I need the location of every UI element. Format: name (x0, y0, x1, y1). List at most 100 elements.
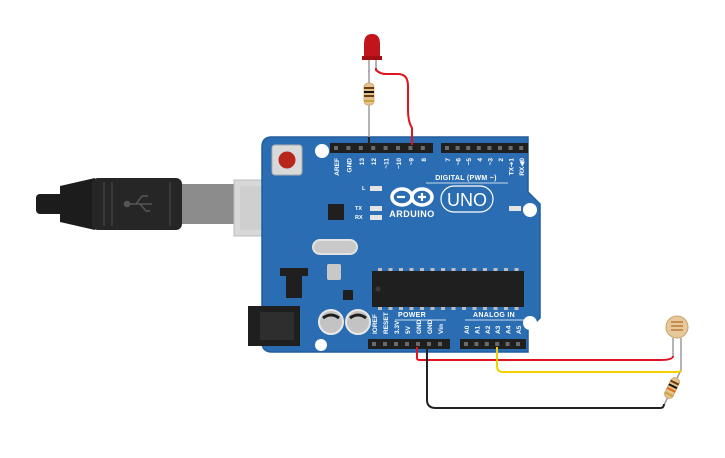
header-pin[interactable] (455, 146, 460, 150)
pin-label: ~11 (384, 158, 391, 169)
pin-label: ~6 (456, 158, 463, 166)
digital-header-left (330, 143, 433, 153)
mounting-hole (315, 144, 329, 158)
header-pin[interactable] (416, 342, 420, 346)
pin-label: IOREF (372, 314, 379, 334)
header-pin[interactable] (427, 342, 431, 346)
pin-label: TX➔1 (509, 158, 516, 176)
led-l (370, 186, 382, 191)
pin-label: RESET (383, 312, 390, 334)
pin-label: 13 (359, 158, 366, 166)
ldr-body (665, 315, 689, 339)
wire-led-to-pin10[interactable] (375, 68, 413, 145)
header-pin[interactable] (371, 146, 376, 150)
digital-header-right (441, 143, 528, 153)
header-pin[interactable] (508, 146, 513, 150)
voltage-regulator (286, 276, 302, 298)
resistor-ldr[interactable] (663, 369, 682, 406)
pin-label: 8 (421, 158, 428, 162)
mounting-hole (523, 316, 537, 330)
header-pin[interactable] (495, 342, 500, 346)
usb-cable-boot (60, 178, 95, 230)
analog-header (460, 339, 526, 349)
photoresistor[interactable] (665, 315, 689, 372)
reset-button[interactable] (271, 144, 303, 176)
pin-label: 7 (445, 158, 452, 162)
wire-resistor-to-gnd[interactable] (426, 347, 665, 409)
usb-plug-shell (182, 184, 234, 224)
pin-label: A5 (516, 325, 523, 334)
pin-label: ~10 (396, 158, 403, 169)
pin-label: 5V (405, 325, 412, 334)
usb-symbol-icon (123, 195, 152, 212)
header-pin[interactable] (474, 342, 479, 346)
header-pin[interactable] (358, 146, 363, 150)
header-pin[interactable] (334, 146, 338, 150)
header-pin[interactable] (484, 342, 489, 346)
pin-label: A1 (474, 325, 481, 334)
brand-text: ARDUINO (389, 209, 435, 219)
usb-chip (328, 204, 344, 220)
header-pin[interactable] (476, 146, 481, 150)
header-pin[interactable] (405, 342, 409, 346)
pin-label: Vin (438, 324, 445, 334)
header-pin[interactable] (445, 146, 449, 150)
wire-ldr-to-5v[interactable] (416, 347, 674, 361)
pin-label: 2 (498, 158, 505, 162)
pin-label: ~9 (408, 158, 415, 166)
atmega-chip (372, 271, 524, 307)
pin-label: ~3 (487, 158, 494, 166)
ceramic-resonator (327, 264, 341, 280)
wire-ldr-to-a3[interactable] (496, 347, 682, 373)
header-pin[interactable] (346, 146, 351, 150)
led-on-label: ON (523, 206, 531, 212)
header-pin[interactable] (498, 146, 502, 150)
header-pin[interactable] (505, 342, 510, 346)
digital-header-label: DIGITAL (PWM ~) (435, 175, 497, 182)
pin-label: A3 (495, 325, 502, 334)
dc-power-jack[interactable] (248, 306, 300, 346)
header-pin[interactable] (383, 146, 388, 150)
header-pin[interactable] (464, 342, 468, 346)
header-pin[interactable] (466, 146, 471, 150)
smd-chip (343, 290, 353, 300)
uno-badge (440, 185, 494, 213)
led-rx-label: RX (355, 215, 363, 221)
pin-label: A2 (485, 325, 492, 334)
led-rx (370, 215, 382, 220)
led-l-label: L (362, 186, 366, 192)
pin-label: GND (346, 158, 353, 173)
pin-label: GND (416, 319, 423, 334)
mounting-hole (523, 203, 537, 217)
header-pin[interactable] (487, 146, 492, 150)
led[interactable] (362, 34, 382, 72)
led-body (364, 34, 380, 58)
header-pin[interactable] (420, 146, 425, 150)
usb-cable-strain-relief (36, 194, 66, 214)
header-pin[interactable] (383, 342, 387, 346)
usb-cable[interactable] (36, 178, 301, 237)
mounting-hole (315, 339, 327, 351)
pin-label: GND (427, 319, 434, 334)
pin-label: 3.3V (394, 320, 401, 334)
pin-label: 4 (477, 158, 484, 162)
capacitor (318, 309, 344, 335)
capacitor (345, 309, 371, 335)
pin-label: A0 (464, 325, 471, 334)
power-header-label: POWER (398, 312, 426, 319)
resistor-led[interactable] (363, 70, 375, 140)
header-pin[interactable] (394, 342, 398, 346)
header-pin[interactable] (372, 342, 376, 346)
header-pin[interactable] (438, 342, 442, 346)
header-pin[interactable] (408, 146, 413, 150)
led-on (509, 206, 521, 211)
header-pin[interactable] (516, 342, 520, 346)
crystal-oscillator (312, 239, 358, 255)
header-pin[interactable] (519, 146, 524, 150)
led-tx-label: TX (355, 206, 362, 212)
model-text: UNO (447, 190, 487, 210)
header-pin[interactable] (396, 146, 400, 150)
